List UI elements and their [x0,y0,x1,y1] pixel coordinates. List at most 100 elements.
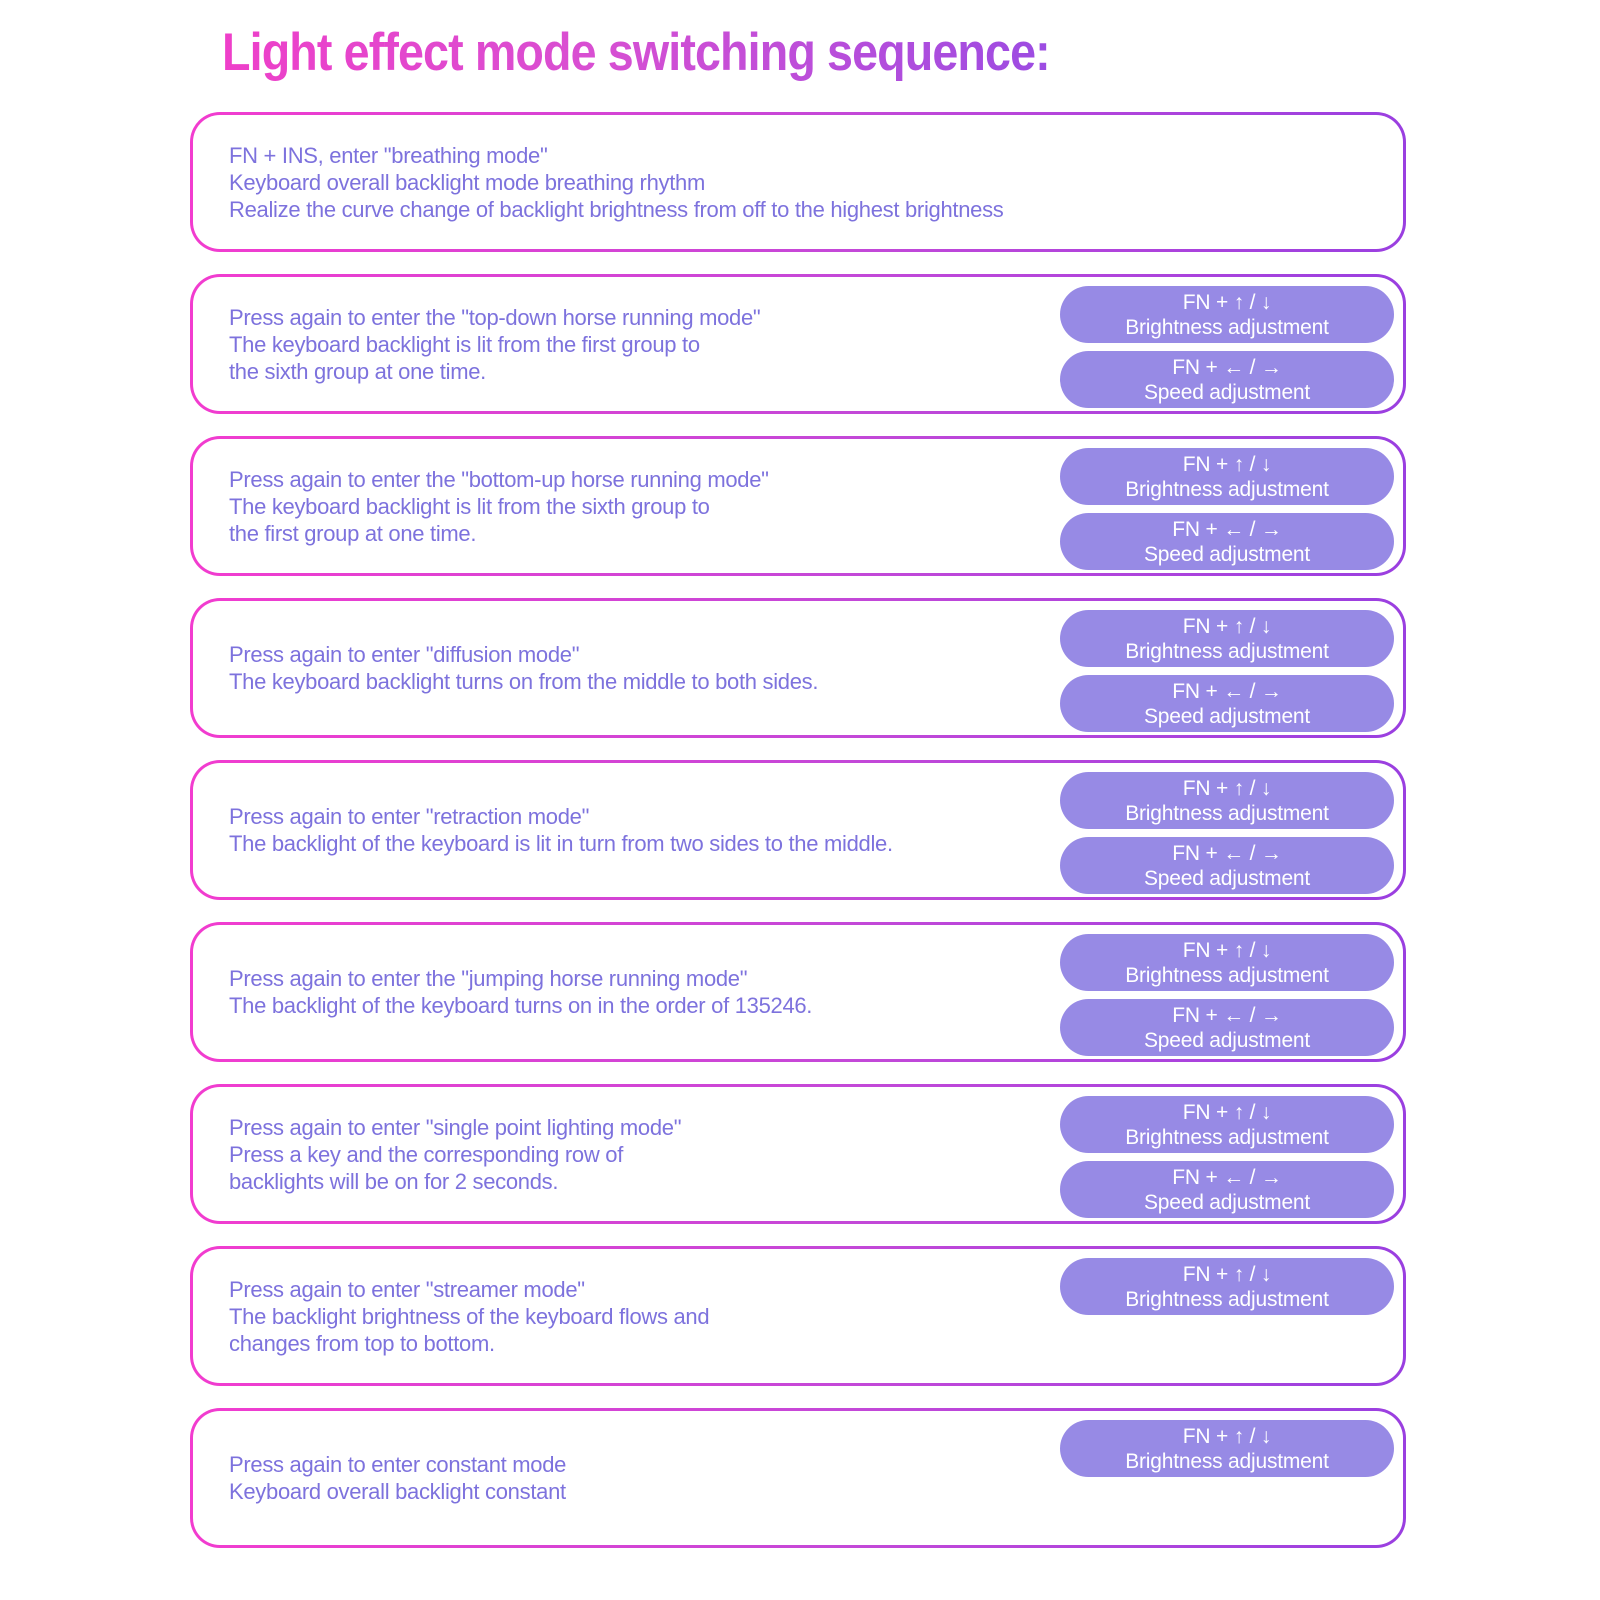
mode-box-body: Press again to enter "single point light… [193,1087,1403,1221]
shortcut-keys: FN + ← / → [1172,355,1282,379]
mode-box: Press again to enter the "jumping horse … [190,922,1406,1062]
shortcut-keys: FN + ↑ / ↓ [1182,938,1272,962]
description-line: Press again to enter "streamer mode" [229,1276,585,1302]
speed-shortcut-pill: FN + ← / →Speed adjustment [1060,837,1394,894]
speed-shortcut-pill: FN + ← / →Speed adjustment [1060,351,1394,408]
mode-description: Press again to enter "retraction mode"Th… [229,803,1043,857]
speed-shortcut-pill: FN + ← / →Speed adjustment [1060,513,1394,570]
shortcut-keys: FN + ↑ / ↓ [1182,290,1272,314]
shortcut-label: Brightness adjustment [1125,1287,1329,1311]
mode-box-body: Press again to enter the "bottom-up hors… [193,439,1403,573]
mode-box-body: Press again to enter "diffusion mode"The… [193,601,1403,735]
mode-description: Press again to enter "streamer mode"The … [229,1276,1043,1357]
shortcut-label: Brightness adjustment [1125,1125,1329,1149]
description-line: backlights will be on for 2 seconds. [229,1168,559,1194]
description-line: Press again to enter the "top-down horse… [229,304,761,330]
mode-description: Press again to enter the "jumping horse … [229,965,1043,1019]
brightness-shortcut-pill: FN + ↑ / ↓Brightness adjustment [1060,1258,1394,1315]
brightness-shortcut-pill: FN + ↑ / ↓Brightness adjustment [1060,448,1394,505]
shortcut-keys: FN + ↑ / ↓ [1182,1262,1272,1286]
mode-box: Press again to enter the "top-down horse… [190,274,1406,414]
mode-box: Press again to enter "diffusion mode"The… [190,598,1406,738]
shortcut-pills: FN + ↑ / ↓Brightness adjustment FN + ← / … [1060,772,1394,894]
speed-shortcut-pill: FN + ← / →Speed adjustment [1060,1161,1394,1218]
brightness-shortcut-pill: FN + ↑ / ↓Brightness adjustment [1060,772,1394,829]
mode-box-body: Press again to enter the "top-down horse… [193,277,1403,411]
speed-shortcut-pill: FN + ← / →Speed adjustment [1060,999,1394,1056]
mode-box: Press again to enter "streamer mode"The … [190,1246,1406,1386]
description-line: Keyboard overall backlight constant [229,1479,566,1504]
mode-box-body: FN + INS, enter "breathing mode"Keyboard… [193,115,1403,249]
shortcut-label: Speed adjustment [1143,1190,1311,1214]
shortcut-label: Brightness adjustment [1125,1449,1329,1473]
shortcut-label: Brightness adjustment [1125,315,1329,339]
description-line: the first group at one time. [229,520,477,546]
description-line: The keyboard backlight turns on from the… [229,669,819,694]
mode-box-list: FN + INS, enter "breathing mode" Keyboard… [190,112,1406,1548]
description-line: Realize the curve change of backlight br… [229,196,1004,222]
description-line: Press again to enter "diffusion mode" [229,642,580,667]
description-line: changes from top to bottom. [229,1330,495,1356]
description-line: Press again to enter the "jumping horse … [229,966,748,991]
shortcut-keys: FN + ↑ / ↓ [1182,452,1272,476]
speed-shortcut-pill: FN + ← / →Speed adjustment [1060,675,1394,732]
mode-description: Press again to enter the "top-down horse… [229,304,1043,385]
description-line: The keyboard backlight is lit from the s… [229,493,710,519]
shortcut-keys: FN + ← / → [1172,841,1282,865]
description-line: The backlight brightness of the keyboard… [229,1303,710,1329]
shortcut-label: Speed adjustment [1143,542,1311,566]
mode-box: Press again to enter "retraction mode"Th… [190,760,1406,900]
shortcut-label: Brightness adjustment [1125,477,1329,501]
shortcut-keys: FN + ← / → [1172,1003,1282,1027]
description-line: The backlight of the keyboard turns on i… [229,993,813,1018]
mode-description: Press again to enter "single point light… [229,1114,1043,1195]
shortcut-label: Speed adjustment [1143,380,1311,404]
description-line: The backlight of the keyboard is lit in … [229,831,893,856]
description-line: FN + INS, enter "breathing mode" [229,142,548,168]
shortcut-keys: FN + ← / → [1172,517,1282,541]
brightness-shortcut-pill: FN + ↑ / ↓Brightness adjustment [1060,1096,1394,1153]
shortcut-label: Brightness adjustment [1125,801,1329,825]
mode-description: Press again to enter "diffusion mode"The… [229,641,1043,695]
shortcut-pills: FN + ↑ / ↓Brightness adjustment [1060,1420,1394,1477]
shortcut-pills: FN + ↑ / ↓Brightness adjustment FN + ← / … [1060,934,1394,1056]
shortcut-label: Brightness adjustment [1125,963,1329,987]
description-line: Press a key and the corresponding row of [229,1141,624,1167]
mode-box-body: Press again to enter "retraction mode"Th… [193,763,1403,897]
brightness-shortcut-pill: FN + ↑ / ↓Brightness adjustment [1060,934,1394,991]
shortcut-label: Speed adjustment [1143,1028,1311,1052]
mode-box: FN + INS, enter "breathing mode"Keyboard… [190,112,1406,252]
description-line: the sixth group at one time. [229,358,486,384]
shortcut-label: Speed adjustment [1143,704,1311,728]
shortcut-pills: FN + ↑ / ↓Brightness adjustment FN + ← / … [1060,448,1394,570]
brightness-shortcut-pill: FN + ↑ / ↓Brightness adjustment [1060,610,1394,667]
description-line: The keyboard backlight is lit from the f… [229,331,700,357]
mode-box-body: Press again to enter "streamer mode"The … [193,1249,1403,1383]
shortcut-keys: FN + ← / → [1172,1165,1282,1189]
shortcut-keys: FN + ↑ / ↓ [1182,776,1272,800]
mode-box-body: Press again to enter the "jumping horse … [193,925,1403,1059]
mode-box: Press again to enter the "bottom-up hors… [190,436,1406,576]
shortcut-pills: FN + ↑ / ↓Brightness adjustment FN + ← / … [1060,1096,1394,1218]
shortcut-label: Speed adjustment [1143,866,1311,890]
shortcut-keys: FN + ← / → [1172,679,1282,703]
page-title: Light effect mode switching sequence: [222,23,1051,82]
shortcut-pills: FN + ↑ / ↓Brightness adjustment FN + ← / … [1060,610,1394,732]
shortcut-keys: FN + ↑ / ↓ [1182,1100,1272,1124]
brightness-shortcut-pill: FN + ↑ / ↓Brightness adjustment [1060,286,1394,343]
shortcut-pills: FN + ↑ / ↓Brightness adjustment [1060,1258,1394,1315]
description-line: Press again to enter "retraction mode" [229,804,590,829]
shortcut-label: Brightness adjustment [1125,639,1329,663]
description-line: Press again to enter constant mode [229,1452,567,1477]
description-line: Press again to enter "single point light… [229,1114,682,1140]
mode-box: Press again to enter "single point light… [190,1084,1406,1224]
brightness-shortcut-pill: FN + ↑ / ↓Brightness adjustment [1060,1420,1394,1477]
shortcut-pills: FN + ↑ / ↓Brightness adjustment FN + ← / … [1060,286,1394,408]
mode-description: FN + INS, enter "breathing mode"Keyboard… [229,142,1043,223]
shortcut-keys: FN + ↑ / ↓ [1182,1424,1272,1448]
description-line: Press again to enter the "bottom-up hors… [229,466,769,492]
mode-description: Press again to enter the "bottom-up hors… [229,466,1043,547]
